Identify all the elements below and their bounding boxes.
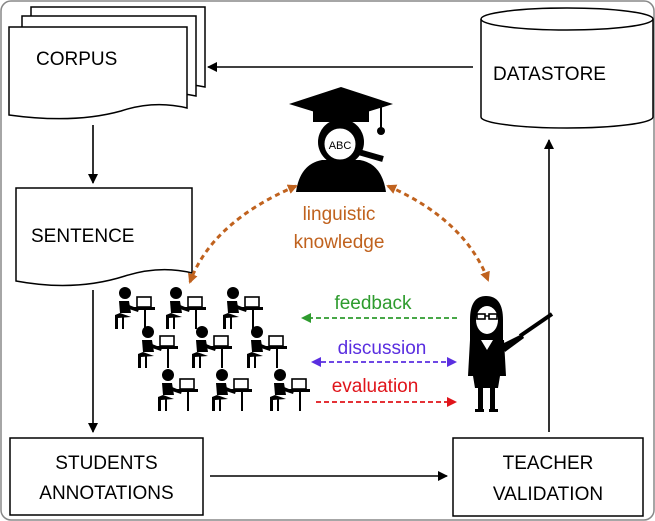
evaluation-label: evaluation bbox=[332, 376, 419, 397]
teacher-validation-label-line2: VALIDATION bbox=[493, 484, 603, 505]
students-annotations-label-line2: ANNOTATIONS bbox=[39, 483, 173, 504]
datastore-node: DATASTORE bbox=[480, 7, 654, 129]
classroom-students-at-laptops-icon bbox=[114, 286, 311, 412]
datastore-label: DATASTORE bbox=[493, 64, 606, 85]
corpus-label: CORPUS bbox=[36, 49, 117, 70]
sentence-label: SENTENCE bbox=[31, 226, 134, 247]
arrow-knowledge-teacher bbox=[386, 184, 490, 282]
corpus-node: CORPUS bbox=[8, 6, 206, 120]
students-annotations-node: STUDENTS ANNOTATIONS bbox=[9, 437, 204, 516]
feedback-label: feedback bbox=[334, 293, 412, 314]
teacher-validation-node: TEACHER VALIDATION bbox=[452, 437, 644, 517]
graduate-with-magnifier-icon: ABC bbox=[289, 87, 393, 192]
arrow-knowledge-students bbox=[188, 184, 298, 284]
teacher-with-pointer-icon bbox=[468, 296, 554, 412]
knowledge-label-line2: knowledge bbox=[294, 232, 385, 253]
professor-badge: ABC bbox=[329, 140, 352, 152]
sentence-node: SENTENCE bbox=[15, 187, 193, 287]
discussion-label: discussion bbox=[338, 338, 427, 359]
teacher-validation-label-line1: TEACHER bbox=[503, 453, 594, 474]
knowledge-label-line1: linguistic bbox=[303, 204, 376, 225]
students-annotations-label-line1: STUDENTS bbox=[55, 453, 157, 474]
